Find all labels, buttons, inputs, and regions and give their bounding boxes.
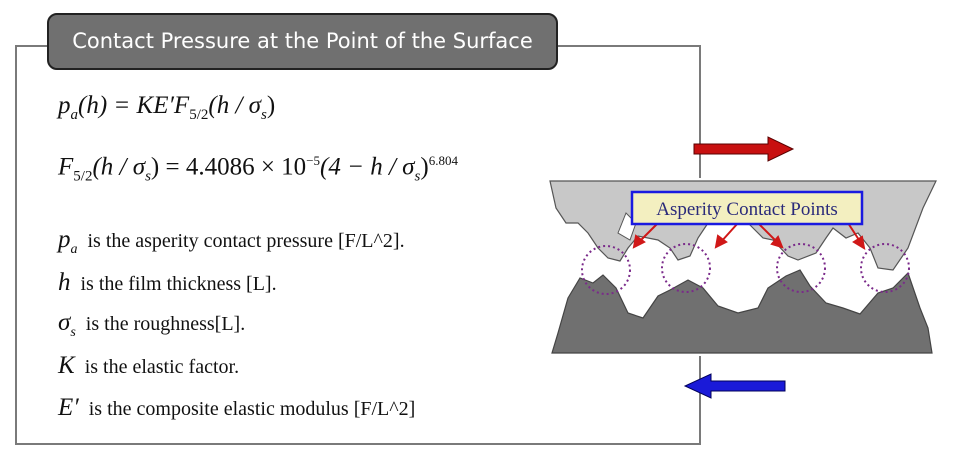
definition-e: E′is the composite elastic modulus [F/L^… [58, 394, 416, 421]
left-arrow-icon [683, 373, 786, 399]
symbol: h [58, 269, 71, 296]
lower-surface [551, 269, 933, 354]
right-arrow-icon [693, 136, 795, 162]
equation-f52: F5/2(h / σs) = 4.4086 × 10−5(4 − h / σs)… [58, 153, 458, 185]
contact-circles [581, 243, 910, 295]
symbol: K [58, 352, 75, 379]
label-box [630, 190, 864, 226]
asperity-label: Asperity Contact Points [656, 199, 838, 220]
asperity-diagram: Asperity Contact Points [548, 178, 938, 356]
symbol: pa [58, 226, 78, 257]
symbol: E′ [58, 394, 79, 421]
equation-pressure: pa(h) = KE′F5/2(h / σs) [58, 92, 276, 123]
slide-title: Contact Pressure at the Point of the Sur… [47, 13, 558, 70]
symbol: σs [58, 309, 76, 340]
contact-pointers [632, 222, 866, 250]
